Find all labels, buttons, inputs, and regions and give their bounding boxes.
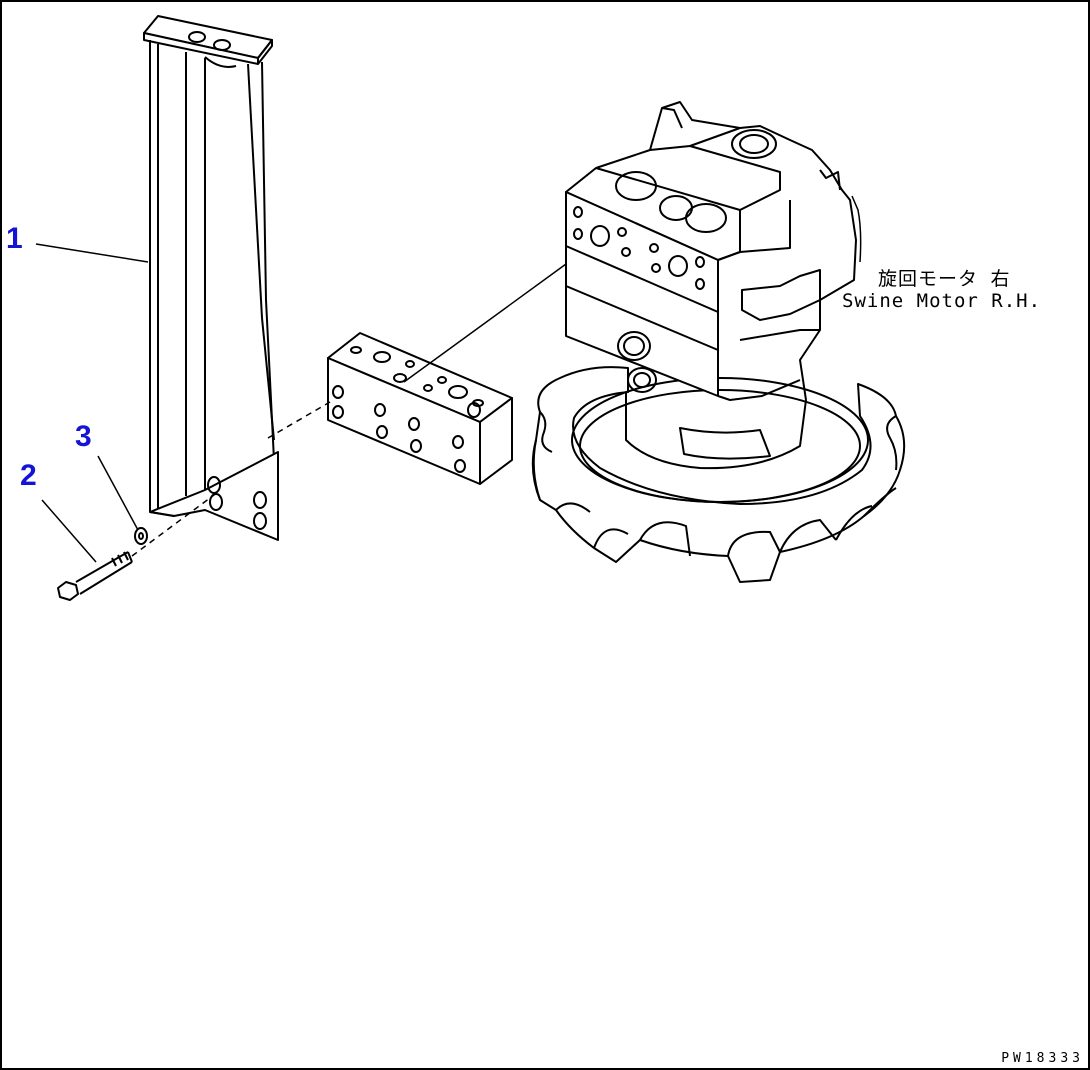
assembly-line-block-motor: [403, 263, 567, 383]
leader-1: [35, 243, 149, 263]
leader-2: [41, 499, 97, 563]
swing-motor: [531, 101, 906, 583]
leader-lines: [35, 195, 862, 563]
valve-block: [327, 332, 513, 485]
leader-motor: [851, 195, 862, 263]
washer-part-3: [134, 527, 148, 545]
motor-label-jp: 旋回モータ 右: [878, 268, 1011, 290]
callout-number-3: 3: [75, 420, 92, 453]
callout-number-1: 1: [6, 222, 23, 255]
callout-number-2: 2: [20, 459, 37, 492]
assembly-line-bolt: [131, 491, 219, 557]
leader-3: [97, 455, 139, 531]
assembly-line-bracket-block: [267, 401, 331, 439]
drawing-code: PW18333: [1001, 1051, 1084, 1066]
bracket-part-1: [143, 15, 279, 541]
motor-label-en: Swine Motor R.H.: [842, 290, 1042, 312]
bolt-part-2: [57, 551, 133, 601]
